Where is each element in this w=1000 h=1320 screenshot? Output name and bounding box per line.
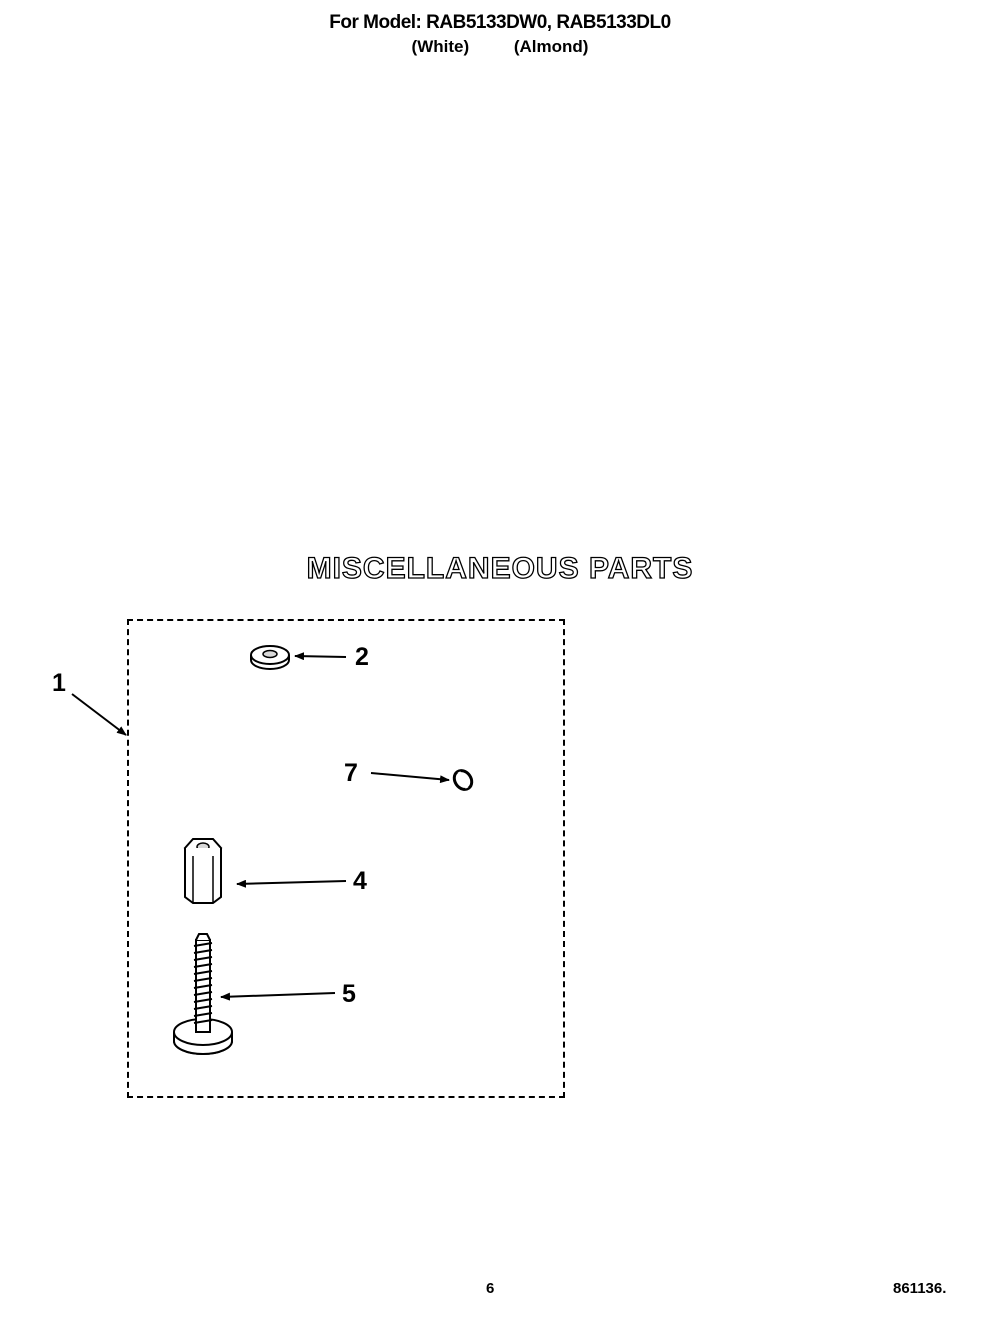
callout-screw: 5: [342, 980, 356, 1008]
clip-leader-arrow: [370, 772, 450, 784]
parts-kit-box: [127, 619, 565, 1098]
clip-part: [452, 769, 474, 791]
color-line: (White) (Almond): [0, 37, 1000, 57]
screw-part: [173, 933, 233, 1055]
spacer-leader-arrow: [236, 879, 347, 888]
document-code: 861136.: [893, 1280, 947, 1297]
callout-kit: 1: [52, 669, 66, 697]
callout-washer: 2: [355, 643, 369, 671]
kit-leader-arrow: [71, 693, 127, 736]
section-title: MISCELLANEOUS PARTS: [306, 551, 694, 585]
callout-clip: 7: [344, 759, 358, 787]
washer-leader-arrow: [294, 652, 347, 661]
callout-spacer: 4: [353, 867, 367, 895]
model-line: For Model: RAB5133DW0, RAB5133DL0: [329, 12, 671, 33]
color-almond-label: (Almond): [513, 37, 589, 56]
hex-spacer-part: [183, 838, 223, 904]
color-white-label: (White): [411, 37, 470, 56]
page-number: 6: [486, 1280, 495, 1297]
washer-part: [250, 645, 290, 670]
screw-leader-arrow: [220, 992, 336, 1001]
